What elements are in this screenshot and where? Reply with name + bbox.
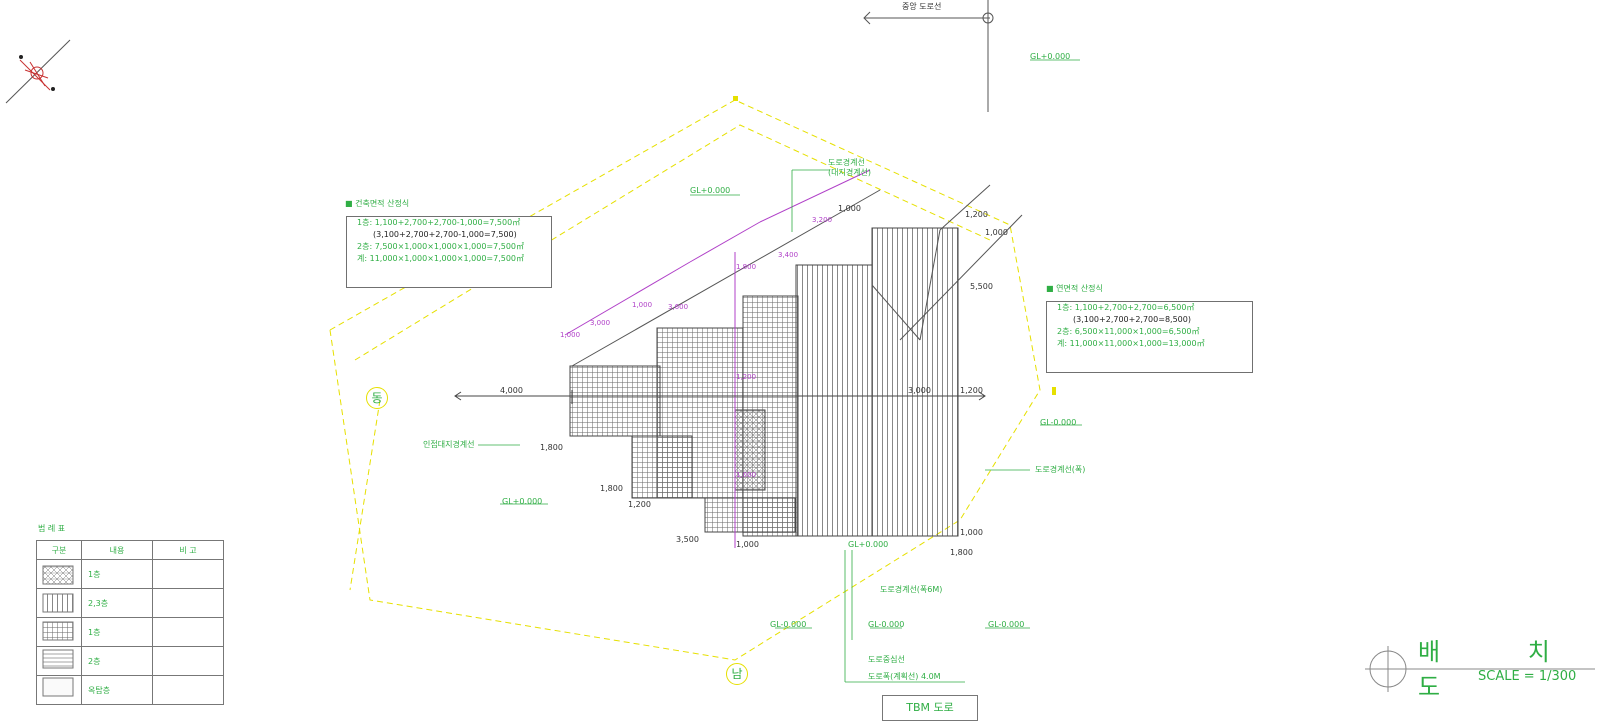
dim-22: 1,000 bbox=[736, 540, 759, 549]
legend-row-label: 1층 bbox=[81, 559, 153, 589]
title-symbol-icon bbox=[1365, 646, 1595, 692]
dim-18: 1,800 bbox=[540, 443, 563, 452]
area-box-left: 1층: 1,100+2,700+2,700-1,000=7,500㎡ (3,10… bbox=[346, 216, 552, 288]
dim-11: 3,600 bbox=[668, 303, 689, 311]
gl-label-5: GL-0.000 bbox=[770, 620, 807, 629]
area-box-right-row4: 계: 11,000×11,000×1,000=13,000㎡ bbox=[1057, 339, 1205, 348]
dim-13: 1,000 bbox=[632, 301, 653, 309]
dim-17: 1,000 bbox=[736, 471, 757, 479]
north-arrow-icon bbox=[5, 39, 71, 104]
legend-table: 구분 내용 비 고 1층 2,3층 1층 2층 옥탑층 bbox=[36, 540, 224, 705]
dim-5: 1,800 bbox=[950, 548, 973, 557]
dim-6: 1,200 bbox=[965, 210, 988, 219]
legend-header-kind: 구분 bbox=[36, 540, 82, 560]
dim-12: 1,800 bbox=[736, 263, 757, 271]
callout-top-2: (대지경계선) bbox=[828, 168, 872, 177]
callout-top-1: 도로경계선 bbox=[828, 158, 865, 167]
gl-top-label: GL+0.000 bbox=[1030, 52, 1071, 61]
building-footprint bbox=[569, 227, 959, 537]
area-box-right-row1: 1층: 1,100+2,700+2,700=6,500㎡ bbox=[1057, 303, 1195, 312]
center-line-label: 중앙 도로선 bbox=[902, 2, 942, 11]
legend-header-content: 내용 bbox=[81, 540, 153, 560]
center-road-line bbox=[863, 0, 994, 112]
dimension-lines-diagonal bbox=[564, 169, 871, 548]
tbm-stamp: TBM 도로 bbox=[882, 695, 978, 721]
dim-21: 3,500 bbox=[676, 535, 699, 544]
dim-7: 1,000 bbox=[985, 228, 1008, 237]
gl-label-1: GL+0.000 bbox=[690, 186, 731, 195]
horizontal-dimension-axis bbox=[454, 390, 986, 404]
callout-bottom-1: 도로경계선(폭6M) bbox=[880, 585, 943, 594]
leader-lines bbox=[478, 59, 1082, 683]
dim-15: 1,000 bbox=[560, 331, 581, 339]
gl-label-6: GL-0.000 bbox=[868, 620, 905, 629]
legend-header-note: 비 고 bbox=[152, 540, 224, 560]
area-box-right: 1층: 1,100+2,700+2,700=6,500㎡ (3,100+2,70… bbox=[1046, 301, 1253, 373]
dim-9: 3,200 bbox=[812, 216, 833, 224]
dim-8: 5,500 bbox=[970, 282, 993, 291]
gl-label-2: GL+0.000 bbox=[502, 497, 543, 506]
area-box-left-row2: (3,100+2,700+2,700-1,000=7,500) bbox=[373, 230, 517, 239]
area-box-right-title: ■ 연면적 산정식 bbox=[1046, 284, 1103, 293]
dim-16: 1,200 bbox=[736, 373, 757, 381]
gl-label-7: GL-0.000 bbox=[988, 620, 1025, 629]
dim-14: 3,000 bbox=[590, 319, 611, 327]
drawing-scale: SCALE = 1/300 bbox=[1478, 669, 1577, 684]
legend-row: 1층 bbox=[36, 559, 224, 589]
gl-label-3: GL-0.000 bbox=[1040, 418, 1077, 427]
dim-20: 1,200 bbox=[628, 500, 651, 509]
dim-4: 1,000 bbox=[960, 528, 983, 537]
direction-mark-south: 남 bbox=[726, 663, 748, 685]
dim-19: 1,800 bbox=[600, 484, 623, 493]
dim-2: 3,000 bbox=[908, 386, 931, 395]
legend-row: 2,3층 bbox=[36, 588, 224, 618]
area-box-right-row2: (3,100+2,700+2,700=8,500) bbox=[1073, 315, 1191, 324]
dim-1: 4,000 bbox=[500, 386, 523, 395]
direction-mark-west: 동 bbox=[366, 387, 388, 409]
legend-title: 범 례 표 bbox=[38, 524, 66, 533]
dim-3: 1,200 bbox=[960, 386, 983, 395]
area-box-left-row3: 2층: 7,500×1,000×1,000×1,000=7,500㎡ bbox=[357, 242, 525, 251]
callout-right-boundary: 도로경계선(폭) bbox=[1035, 465, 1086, 474]
gl-label-4: GL+0.000 bbox=[848, 540, 889, 549]
legend-row-label: 2층 bbox=[81, 646, 153, 676]
callout-bottom-2: 도로중심선 bbox=[868, 655, 905, 664]
area-box-right-row3: 2층: 6,500×11,000×1,000=6,500㎡ bbox=[1057, 327, 1200, 336]
drawing-title: 배 치 도 bbox=[1418, 638, 1590, 701]
area-box-left-row4: 계: 11,000×1,000×1,000×1,000=7,500㎡ bbox=[357, 254, 525, 263]
setback-diagonals bbox=[571, 184, 1023, 367]
callout-left-boundary: 인접대지경계선 bbox=[423, 440, 475, 449]
survey-markers bbox=[733, 96, 1056, 395]
legend-header-row: 구분 내용 비 고 bbox=[36, 540, 224, 560]
legend-row: 옥탑층 bbox=[36, 675, 224, 705]
legend-row: 2층 bbox=[36, 646, 224, 676]
dim-10: 3,400 bbox=[778, 251, 799, 259]
legend-row: 1층 bbox=[36, 617, 224, 647]
legend-row-label: 2,3층 bbox=[81, 588, 153, 618]
area-box-left-title: ■ 건축면적 산정식 bbox=[345, 199, 410, 208]
legend-row-label: 옥탑층 bbox=[81, 675, 153, 705]
callout-bottom-3: 도로폭(계획선) 4.0M bbox=[868, 672, 941, 681]
dim-23: 1,000 bbox=[838, 204, 861, 213]
legend-row-label: 1층 bbox=[81, 617, 153, 647]
area-box-left-row1: 1층: 1,100+2,700+2,700-1,000=7,500㎡ bbox=[357, 218, 521, 227]
